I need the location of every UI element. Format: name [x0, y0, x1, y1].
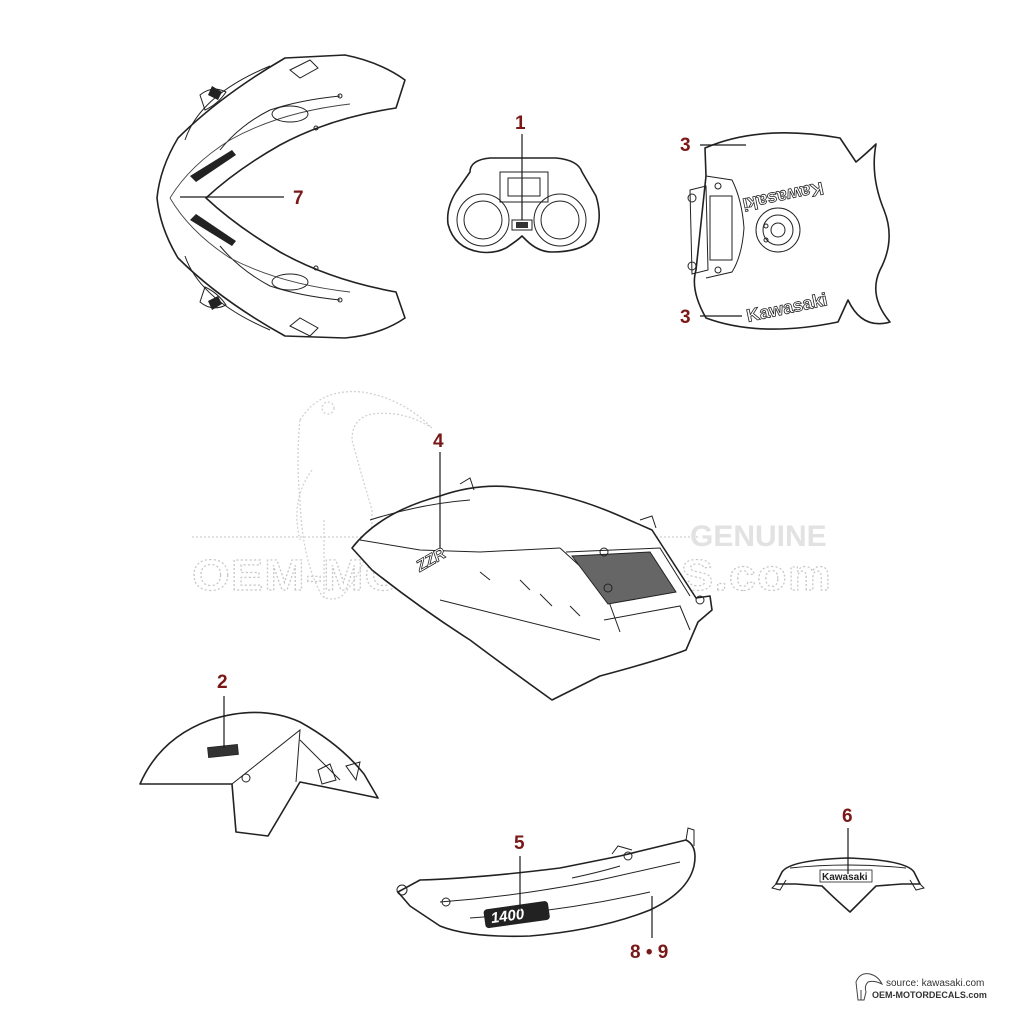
callout-1: 1	[515, 113, 526, 134]
part-front-fender	[139, 711, 379, 837]
part-meter-cover	[446, 157, 600, 254]
callout-3a: 3	[680, 135, 691, 156]
callout-7: 7	[293, 188, 304, 209]
callout-8-9: 8 • 9	[630, 942, 668, 963]
tail-decal: Kawasaki	[822, 872, 868, 883]
callout-2: 2	[217, 672, 228, 693]
watermark-bird-logo	[296, 390, 433, 600]
callout-3b: 3	[680, 307, 691, 328]
callout-6: 6	[842, 806, 853, 827]
part-fuel-tank: Kawasaki Kawasaki	[687, 132, 891, 330]
callout-5: 5	[514, 833, 525, 854]
source-line-1: source: kawasaki.com	[886, 978, 984, 989]
model-decal-text: 1400	[490, 906, 526, 928]
callout-4: 4	[433, 431, 444, 452]
part-tail-piece: Kawasaki	[771, 857, 925, 913]
part-upper-fairing	[156, 54, 406, 339]
part-side-fairing: ZZR	[351, 477, 713, 701]
model-decal-1400: 1400	[483, 901, 550, 929]
source-line-2: OEM-MOTORDECALS.com	[872, 990, 987, 1000]
part-lower-cowl: 1400	[396, 827, 696, 938]
source-credit: source: kawasaki.com OEM-MOTORDECALS.com	[855, 973, 987, 1001]
watermark-genuine: GENUINE	[690, 520, 827, 553]
source-bird-logo	[855, 973, 884, 1001]
